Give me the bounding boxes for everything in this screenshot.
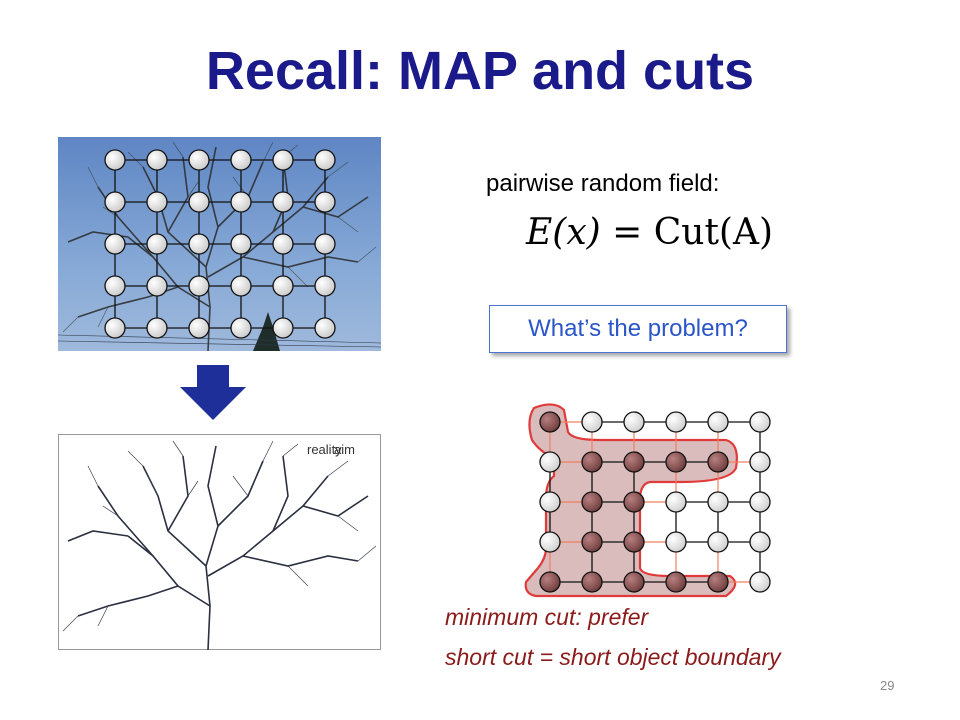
foreground-node [623, 451, 645, 473]
foreground-node [581, 491, 603, 513]
grid-node [146, 149, 168, 171]
grid-node [146, 275, 168, 297]
grid-node [104, 317, 126, 339]
grid-node [188, 149, 210, 171]
grid-node [188, 275, 210, 297]
grid-node [272, 191, 294, 213]
grid-node [230, 233, 252, 255]
formula-rhs: Cut(A) [653, 212, 774, 253]
grid-node [188, 233, 210, 255]
foreground-node [707, 571, 729, 593]
background-node [539, 531, 561, 553]
formula-eq: = [600, 212, 654, 253]
foreground-node [623, 531, 645, 553]
background-node [707, 411, 729, 433]
background-node [707, 491, 729, 513]
grid-node [104, 191, 126, 213]
grid-node [104, 275, 126, 297]
grid-node [314, 149, 336, 171]
top-grid [104, 149, 336, 339]
foreground-node [623, 571, 645, 593]
grid-node [272, 317, 294, 339]
background-node [665, 411, 687, 433]
overlay-word-aim: aim [334, 442, 355, 457]
foreground-node [665, 571, 687, 593]
grid-node [230, 317, 252, 339]
problem-callout-box: What’s the problem? [489, 305, 787, 353]
foreground-node [581, 531, 603, 553]
formula-lhs: E(x) [526, 212, 601, 253]
grid-node [230, 149, 252, 171]
foreground-node [623, 491, 645, 513]
foreground-node [539, 571, 561, 593]
background-node [707, 531, 729, 553]
foreground-node [707, 451, 729, 473]
right-grid [539, 411, 771, 593]
caption-line-1: minimum cut: prefer [445, 604, 649, 630]
grid-node [272, 149, 294, 171]
grid-node [188, 191, 210, 213]
background-node [749, 531, 771, 553]
foreground-node [539, 411, 561, 433]
caption-line-2: short cut = short object boundary [445, 644, 781, 670]
grid-node [272, 233, 294, 255]
grid-node [146, 233, 168, 255]
foreground-node [581, 571, 603, 593]
background-node [665, 491, 687, 513]
slide-title: Recall: MAP and cuts [205, 41, 755, 101]
grid-node [188, 317, 210, 339]
overlay-word-reality: reality [307, 442, 342, 457]
sky-tree-photo-with-grid [58, 137, 381, 351]
foreground-node [581, 451, 603, 473]
background-node [665, 531, 687, 553]
background-node [749, 491, 771, 513]
problem-callout-text: What’s the problem? [528, 315, 748, 342]
grid-node [314, 275, 336, 297]
background-node [581, 411, 603, 433]
page-number: 29 [880, 678, 895, 693]
down-arrow-icon [180, 365, 246, 420]
grid-node [230, 275, 252, 297]
background-node [749, 571, 771, 593]
background-node [539, 451, 561, 473]
grid-node [314, 317, 336, 339]
grid-node [230, 191, 252, 213]
grid-node [314, 233, 336, 255]
background-node [623, 411, 645, 433]
segmented-tree-image [58, 434, 381, 650]
min-cut-grid-diagram [524, 403, 771, 598]
pairwise-random-field-label: pairwise random field: [486, 170, 720, 197]
grid-node [104, 149, 126, 171]
energy-formula: E(x) = Cut(A) [526, 212, 773, 253]
background-node [539, 491, 561, 513]
background-node [749, 451, 771, 473]
grid-node [146, 191, 168, 213]
grid-node [314, 191, 336, 213]
foreground-node [665, 451, 687, 473]
grid-node [104, 233, 126, 255]
grid-node [272, 275, 294, 297]
grid-node [146, 317, 168, 339]
background-node [749, 411, 771, 433]
